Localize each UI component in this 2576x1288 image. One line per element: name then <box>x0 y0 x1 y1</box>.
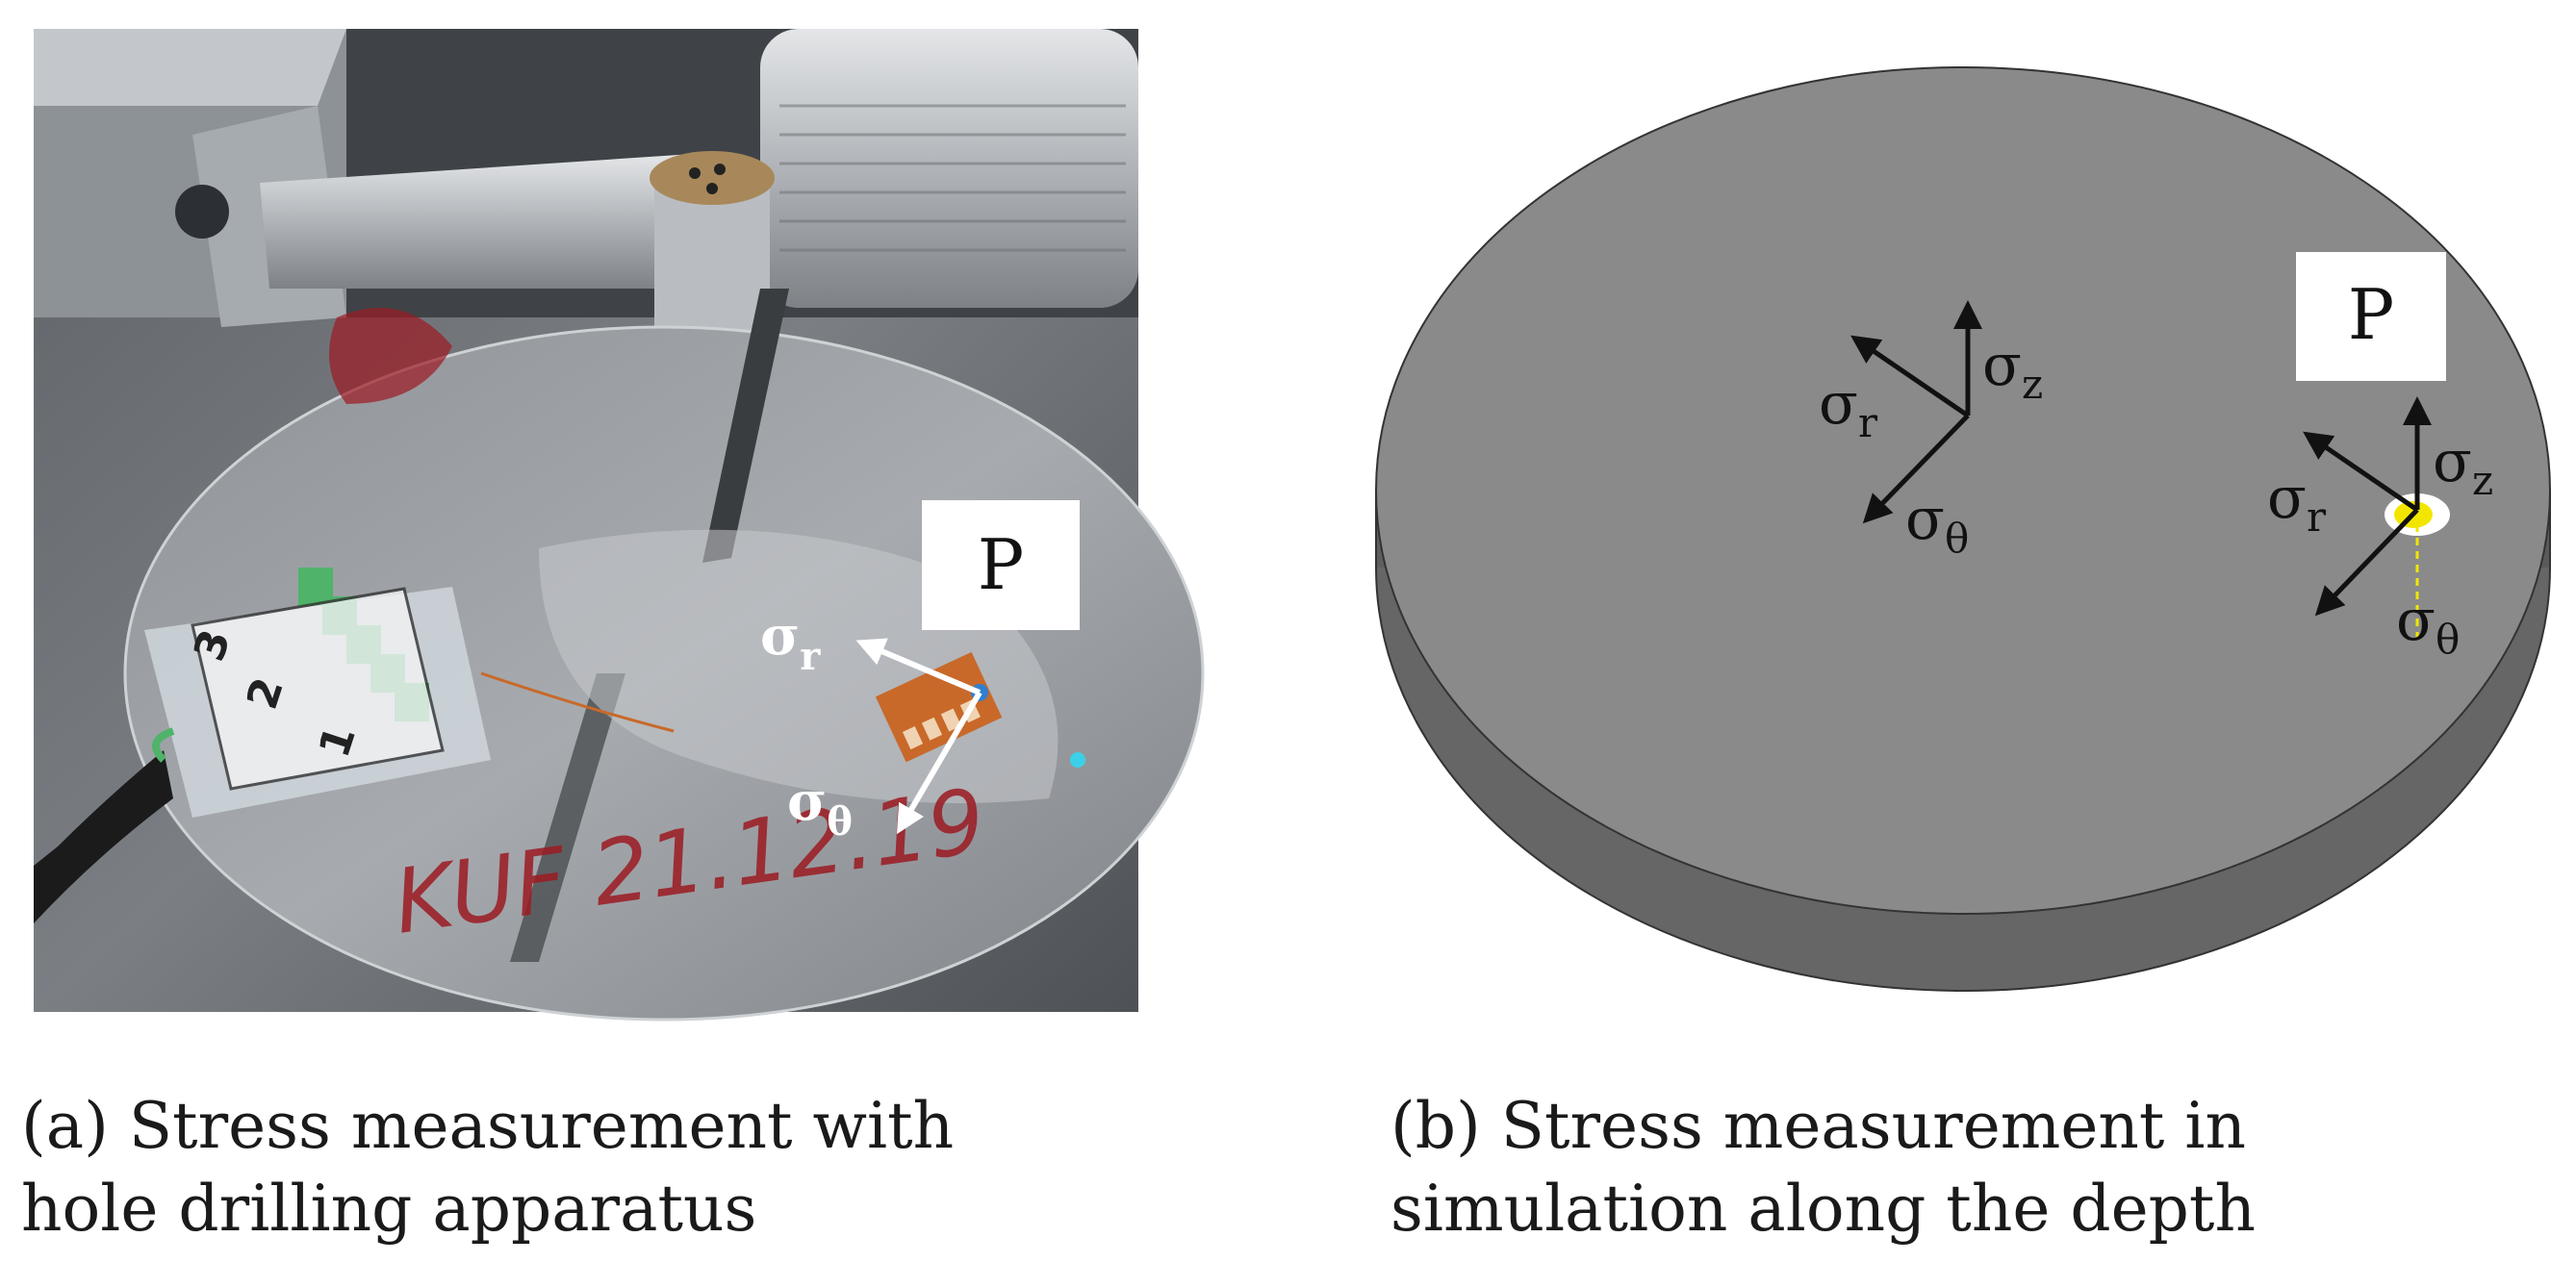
cable <box>34 750 173 923</box>
point-p-label-a: P <box>978 524 1024 605</box>
point-p-label-b: P <box>2348 274 2394 355</box>
caption-a-line2: hole drilling apparatus <box>21 1172 757 1246</box>
sigma-r-label-a: σr <box>760 604 821 679</box>
point-stress-axes: σz σr σθ <box>2267 396 2493 663</box>
knurled-cylinder <box>760 29 1138 308</box>
sigma-r-arrow <box>855 638 982 695</box>
center-stress-axes: σz σr σθ <box>1819 300 2043 562</box>
drill-arm <box>260 154 712 289</box>
point-sigma-z-label: σz <box>2433 428 2493 504</box>
strain-gauge-rosette <box>875 651 1003 763</box>
point-p-box-a <box>922 500 1080 630</box>
caption-a-line1: (a) Stress measurement with <box>21 1089 955 1163</box>
caption-b: (b) Stress measurement in simulation alo… <box>1390 1085 2256 1250</box>
sigma-theta-arrow <box>896 691 982 835</box>
caption-a: (a) Stress measurement with hole drillin… <box>21 1085 954 1250</box>
center-sigma-z-label: σz <box>1982 332 2043 408</box>
sigma-theta-label-a: σθ <box>787 770 853 845</box>
point-p-box-b <box>2296 252 2446 381</box>
caption-b-line1: (b) Stress measurement in <box>1390 1089 2247 1163</box>
center-sigma-r-label: σr <box>1819 370 1878 446</box>
panel-b-disk: σz σr σθ P σz σr <box>1375 66 2551 992</box>
center-sigma-theta-label: σθ <box>1905 486 1969 562</box>
strain-gauge-connector: 3 2 1 <box>144 568 491 818</box>
caption-b-line2: simulation along the depth <box>1390 1172 2256 1246</box>
drill-head <box>650 151 775 205</box>
disk-top <box>1375 66 2551 915</box>
point-sigma-r-label: σr <box>2267 465 2327 541</box>
panel-a-photo: 3 2 1 KUF 21.12.19 σr σθ P <box>34 29 1205 1022</box>
point-sigma-theta-label: σθ <box>2396 587 2460 663</box>
screw-hole <box>175 185 229 239</box>
